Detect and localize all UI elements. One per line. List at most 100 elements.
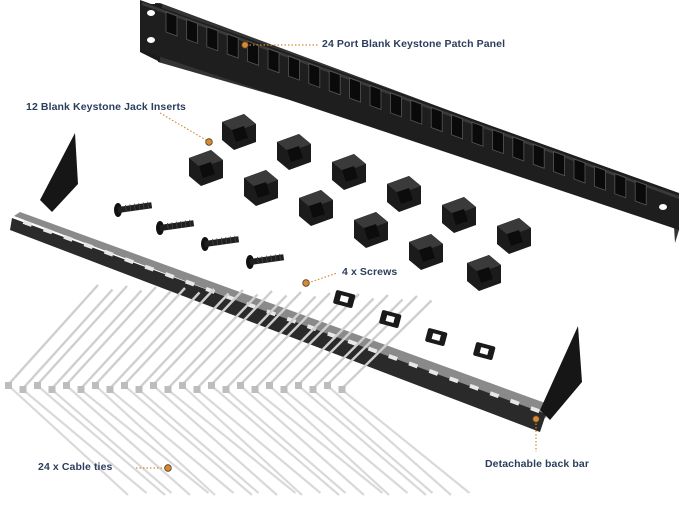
panel-port bbox=[532, 143, 545, 169]
cable-tie-head bbox=[251, 386, 259, 393]
cable-tie bbox=[94, 287, 186, 386]
patch-panel bbox=[140, 0, 679, 243]
cable-tie bbox=[241, 386, 365, 496]
cable-tie bbox=[340, 299, 433, 390]
panel-port bbox=[430, 106, 443, 133]
tie-mount bbox=[473, 342, 496, 360]
cable-tie bbox=[168, 390, 297, 494]
cable-tie-head bbox=[92, 382, 99, 389]
patch-panel-ports bbox=[165, 11, 647, 206]
cable-ties bbox=[5, 284, 471, 496]
cable-tie bbox=[81, 390, 210, 494]
keystone-insert bbox=[189, 150, 223, 186]
panel-port bbox=[226, 33, 239, 59]
cable-tie bbox=[38, 386, 166, 496]
cable-tie bbox=[224, 295, 317, 390]
screw bbox=[156, 219, 195, 235]
panel-port bbox=[247, 40, 260, 66]
cable-tie-head bbox=[280, 386, 288, 393]
tie-mount bbox=[425, 328, 448, 346]
bar-slot bbox=[489, 391, 500, 399]
keystone-insert bbox=[467, 255, 501, 291]
detachable-back-bar bbox=[10, 133, 582, 432]
panel-port bbox=[491, 129, 504, 155]
cable-tie bbox=[282, 297, 375, 390]
cable-tie bbox=[226, 390, 347, 494]
cable-tie bbox=[253, 296, 346, 390]
cable-tie-head bbox=[5, 382, 12, 389]
keystone-insert bbox=[497, 218, 531, 254]
cable-tie bbox=[96, 386, 216, 496]
cable-tie-head bbox=[222, 386, 230, 393]
bar-slot bbox=[530, 406, 540, 414]
bar-slot bbox=[408, 361, 419, 369]
cable-tie-head bbox=[338, 386, 346, 393]
bar-slot bbox=[388, 354, 398, 361]
back-bar-label: Detachable back bar bbox=[485, 458, 590, 470]
tie-mount bbox=[333, 290, 356, 308]
back-bar-slots bbox=[22, 219, 540, 414]
cable-tie-head bbox=[164, 386, 172, 393]
cable-tie bbox=[108, 291, 201, 390]
cable-tie bbox=[23, 390, 148, 494]
bar-slot bbox=[205, 287, 216, 294]
cable-tie bbox=[197, 390, 322, 494]
cable-tie-head bbox=[324, 382, 331, 389]
cable-tie-head bbox=[179, 382, 186, 389]
cable-tie-head bbox=[295, 382, 302, 389]
keystone-insert bbox=[409, 234, 443, 270]
keystone-insert bbox=[222, 114, 256, 150]
cable-tie-head bbox=[309, 386, 317, 393]
bar-slot bbox=[347, 339, 358, 347]
cable-tie bbox=[125, 386, 253, 496]
panel-port bbox=[471, 121, 484, 147]
bar-slot bbox=[185, 279, 195, 287]
cable-tie bbox=[181, 290, 273, 386]
cable-tie-head bbox=[150, 382, 157, 389]
keystone-insert bbox=[244, 170, 278, 206]
cable-tie bbox=[297, 294, 389, 386]
callout-dots bbox=[164, 41, 540, 472]
panel-port bbox=[369, 84, 382, 111]
cable-tie bbox=[137, 292, 230, 390]
panel-port bbox=[451, 114, 464, 140]
cable-tie-head bbox=[193, 386, 201, 393]
cable-tie bbox=[50, 289, 143, 390]
cable-tie-head bbox=[266, 382, 273, 389]
cable-tie bbox=[313, 390, 434, 494]
panel-port bbox=[206, 26, 219, 52]
bar-slot bbox=[22, 219, 33, 227]
keystone-insert bbox=[299, 190, 333, 226]
bar-slot bbox=[42, 227, 53, 235]
keystone-insert bbox=[387, 176, 421, 212]
panel-port bbox=[573, 158, 586, 184]
panel-port bbox=[389, 92, 402, 118]
cable-ties-label: 24 x Cable ties bbox=[38, 461, 113, 473]
panel-port bbox=[553, 151, 565, 177]
panel-port bbox=[410, 99, 423, 125]
cable-tie bbox=[65, 286, 157, 386]
bar-slot bbox=[124, 257, 134, 265]
tie-mounts bbox=[333, 290, 496, 360]
keystone-insert bbox=[354, 212, 388, 248]
cable-tie bbox=[326, 295, 418, 386]
panel-port bbox=[512, 136, 525, 162]
callout-leaders bbox=[136, 44, 537, 469]
screws-label: 4 x Screws bbox=[342, 266, 398, 278]
bar-slot bbox=[367, 346, 378, 354]
cable-tie-head bbox=[34, 382, 41, 389]
panel-port bbox=[308, 62, 321, 89]
cable-tie bbox=[239, 292, 331, 386]
tie-mount bbox=[379, 310, 402, 328]
panel-port bbox=[165, 11, 178, 37]
cable-tie-head bbox=[63, 382, 70, 389]
bar-slot bbox=[144, 264, 155, 272]
panel-port bbox=[328, 70, 341, 96]
panel-port bbox=[185, 18, 198, 44]
cable-tie-head bbox=[48, 386, 56, 393]
cable-tie bbox=[139, 390, 260, 494]
cable-tie bbox=[7, 284, 99, 386]
bar-slot bbox=[83, 242, 94, 250]
cable-tie bbox=[299, 386, 427, 496]
